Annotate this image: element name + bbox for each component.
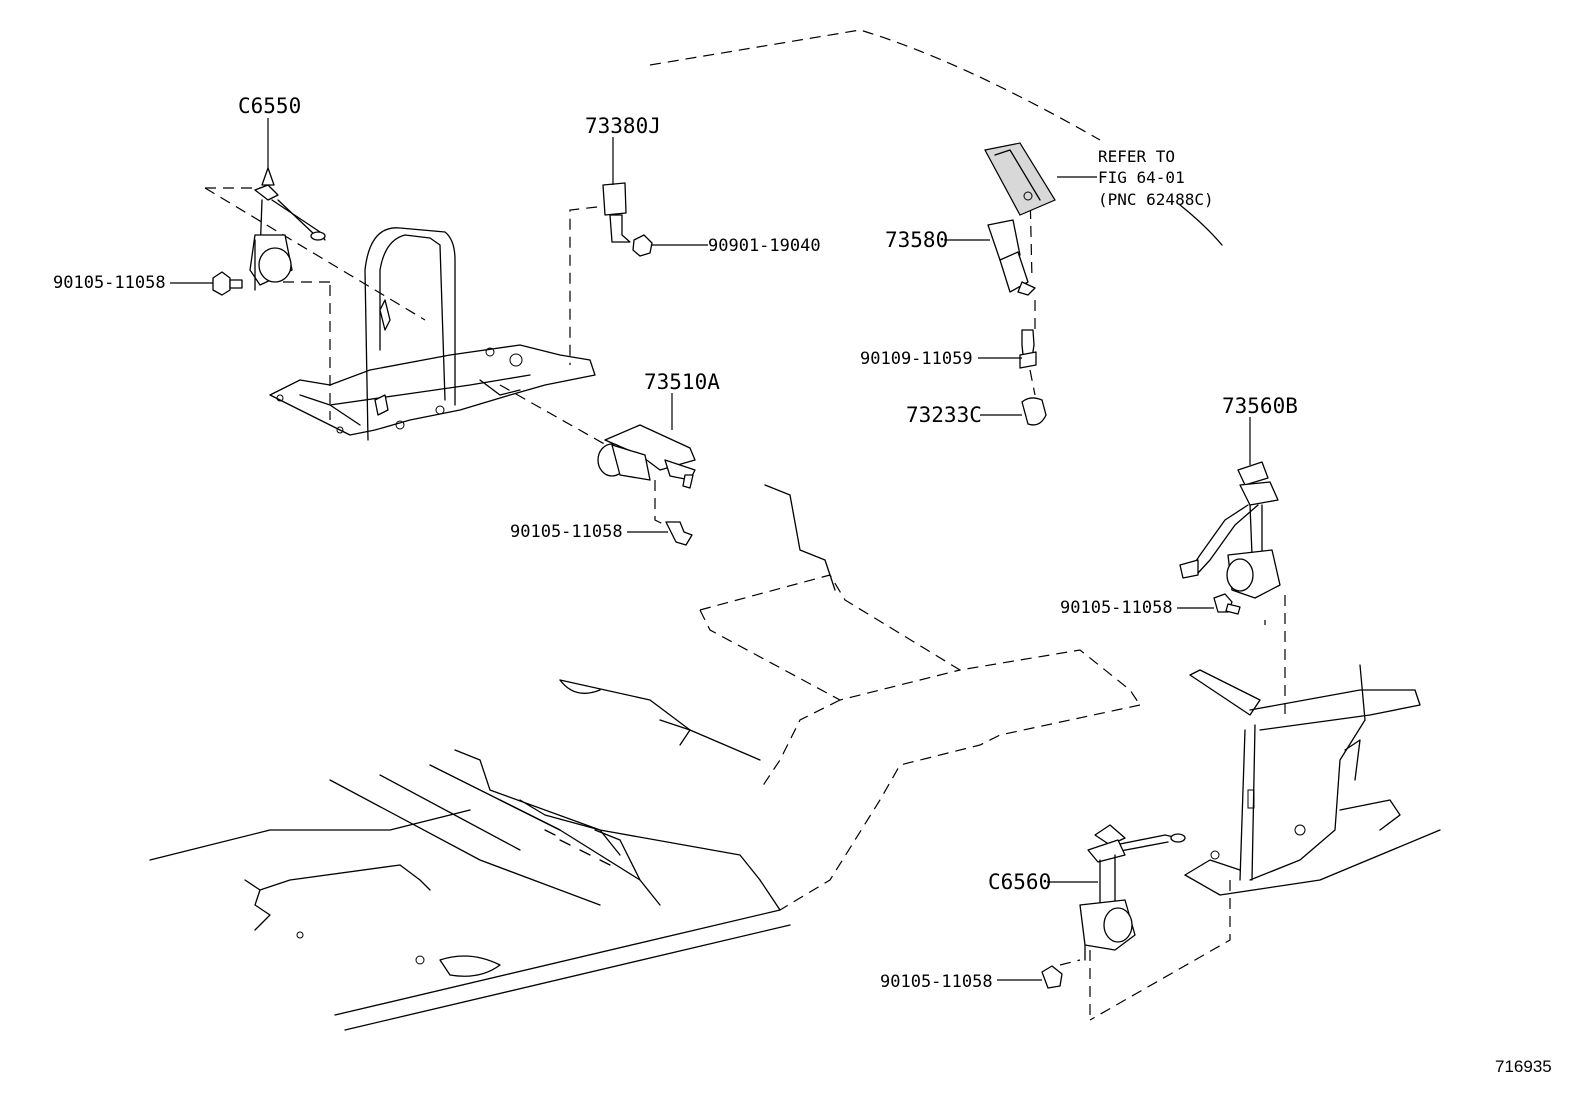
callout-labels: C6550 73380J 90901-19040 90105-11058 735… [53,94,1298,992]
label-90105-11058-a: 90105-11058 [53,273,166,293]
label-90901-19040: 90901-19040 [708,236,821,256]
73560b-retractor [1179,461,1281,599]
73510a-retractor [597,424,696,489]
figure-number: 716935 [1495,1057,1552,1076]
bolt-icon-b [632,234,653,257]
label-c6560: C6560 [988,870,1051,894]
assembly-lines [204,187,1286,1021]
label-90105-11058-c: 90105-11058 [1060,598,1173,618]
73580-anchor [984,142,1056,296]
73380j-buckle [602,182,631,243]
label-90105-11058-b: 90105-11058 [510,522,623,542]
reference-line-3: (PNC 62488C) [1098,190,1214,209]
label-90105-11058-d: 90105-11058 [880,972,993,992]
bolt-icon-d [1019,329,1037,369]
label-73380j: 73380J [585,114,661,138]
label-73560b: 73560B [1222,394,1298,418]
roof-outline [649,29,1223,246]
label-73233c: 73233C [906,403,982,427]
bolt-icon-a [212,271,243,296]
bolt-icon-c [665,521,693,546]
label-c6550: C6550 [238,94,301,118]
label-73580: 73580 [885,228,948,252]
bolts [212,234,1241,989]
floor-pan [149,484,1141,1031]
front-seat-frame [269,227,596,441]
leader-lines [170,118,1251,981]
c6550-retractor [249,167,326,291]
c6560-retractor [1079,824,1186,961]
bolt-icon-f [1041,965,1063,989]
clip-icon [1021,397,1047,426]
label-73510a: 73510A [644,370,720,394]
label-90109-11059: 90109-11059 [860,349,973,369]
reference-line-1: REFER TO [1098,147,1175,166]
reference-line-2: FIG 64-01 [1098,168,1185,187]
rear-seat-frame [1184,664,1441,896]
reference-note: REFER TO FIG 64-01 (PNC 62488C) [1098,147,1214,209]
bolt-icon-e [1213,593,1241,615]
